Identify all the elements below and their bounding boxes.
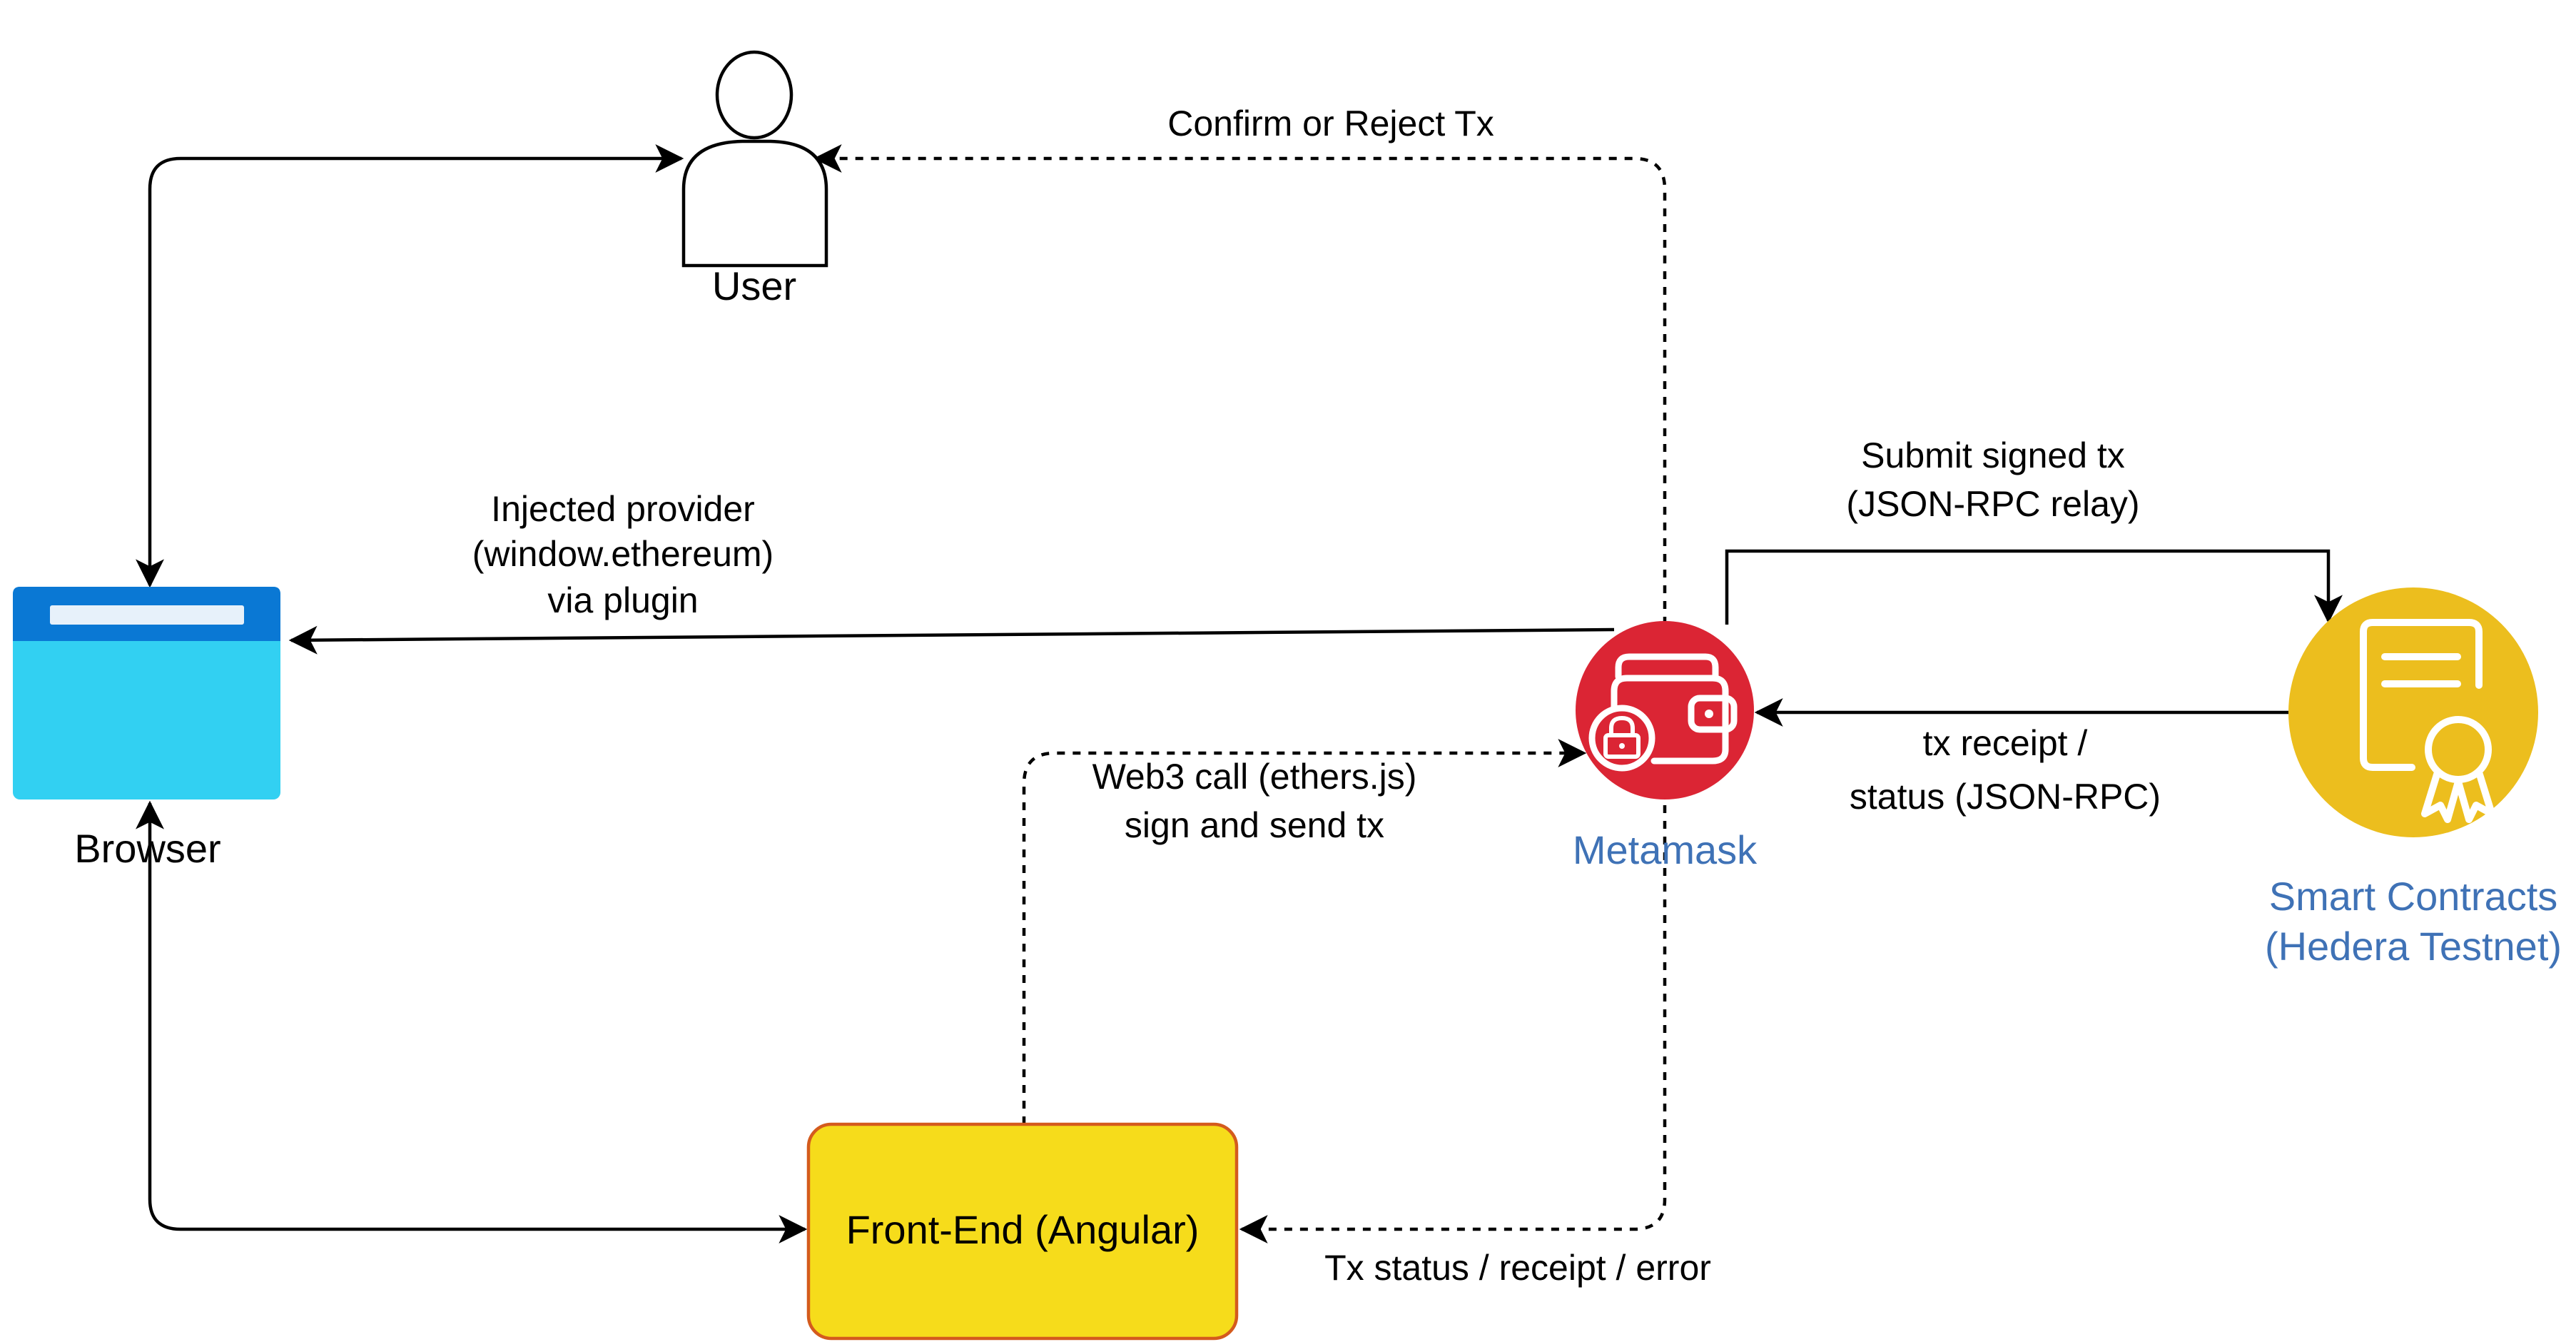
edge-injected-provider	[288, 625, 1615, 655]
browser-label: Browser	[74, 826, 220, 871]
edge-label-receipt-line1: tx receipt /	[1923, 723, 2088, 763]
edge-label-web3-line1: Web3 call (ethers.js)	[1092, 757, 1417, 797]
smart-contracts-label-line2: (Hedera Testnet)	[2265, 924, 2562, 969]
edge-confirm-reject	[813, 144, 1667, 625]
edge-label-injected-line1: Injected provider	[491, 489, 755, 529]
edge-label-confirm: Confirm or Reject Tx	[1167, 104, 1494, 143]
edge-label-web3-line2: sign and send tx	[1125, 805, 1384, 845]
metamask-label: Metamask	[1573, 827, 1758, 872]
certificate-icon	[2360, 619, 2495, 823]
edge-tx-status	[1239, 805, 1667, 1243]
edge-browser-user	[136, 144, 684, 588]
browser-node: Browser	[13, 587, 280, 871]
frontend-node: Front-End (Angular)	[806, 1122, 1239, 1341]
edge-label-injected-line2: (window.ethereum)	[472, 534, 774, 574]
edge-browser-frontend	[136, 800, 808, 1243]
user-node: User	[681, 50, 828, 308]
wallet-lock-icon	[1588, 653, 1738, 772]
edge-submit-signed-tx	[1725, 549, 2343, 625]
smart-contracts-label-line1: Smart Contracts	[2269, 874, 2558, 919]
edge-label-status: Tx status / receipt / error	[1324, 1248, 1711, 1288]
metamask-node: Metamask	[1573, 621, 1758, 872]
edge-label-receipt-line2: status (JSON-RPC)	[1850, 777, 2161, 817]
user-label: User	[712, 263, 796, 308]
browser-window-icon	[13, 587, 280, 799]
edge-label-submit-line2: (JSON-RPC relay)	[1846, 484, 2139, 524]
edge-web3-call	[1022, 739, 1587, 1124]
user-icon	[681, 50, 828, 268]
frontend-box	[806, 1122, 1239, 1341]
edge-label-submit-line1: Submit signed tx	[1861, 435, 2125, 475]
edge-label-injected-line3: via plugin	[547, 580, 698, 620]
frontend-label: Front-End (Angular)	[846, 1207, 1200, 1252]
smart-contracts-node: Smart Contracts (Hedera Testnet)	[2265, 587, 2562, 969]
